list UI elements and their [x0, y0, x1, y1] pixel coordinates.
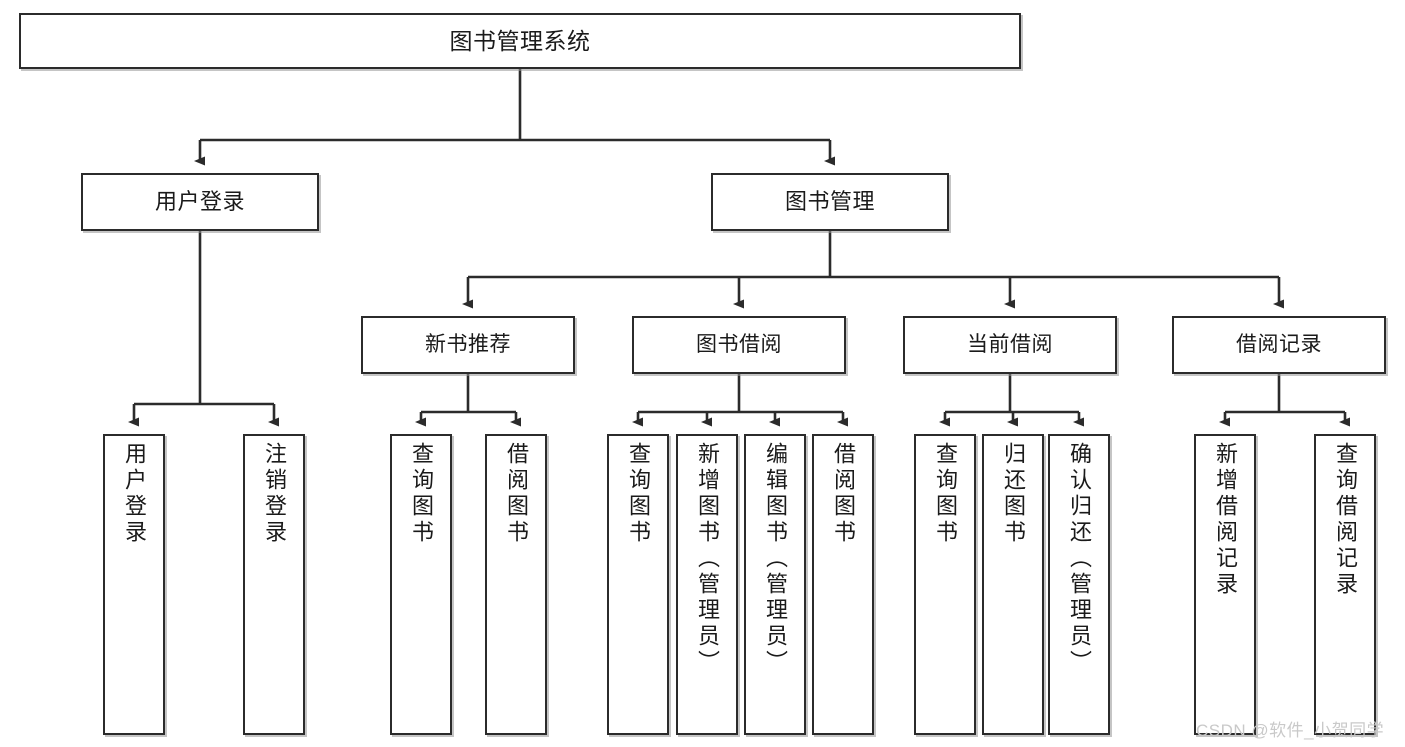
- node-current-borrow[interactable]: 当前借阅: [903, 316, 1117, 374]
- node-new-book-recommend[interactable]: 新书推荐: [361, 316, 575, 374]
- node-label: 新增借阅记录: [1213, 442, 1238, 598]
- node-label: 图书借阅: [696, 332, 782, 356]
- node-label: 用户登录: [122, 442, 147, 546]
- node-leaf-query-book-3[interactable]: 查询图书: [914, 434, 976, 735]
- node-label: 注销登录: [262, 442, 287, 546]
- node-leaf-confirm-return[interactable]: 确认归还（管理员）: [1048, 434, 1110, 735]
- node-label: 归还图书: [1001, 442, 1026, 546]
- node-leaf-add-record[interactable]: 新增借阅记录: [1194, 434, 1256, 735]
- node-borrow-record[interactable]: 借阅记录: [1172, 316, 1386, 374]
- node-label: 新增图书（管理员）: [695, 442, 720, 676]
- node-label: 查询图书: [626, 442, 651, 546]
- node-label: 借阅记录: [1236, 332, 1322, 356]
- node-label: 图书管理: [784, 189, 875, 215]
- node-leaf-user-login[interactable]: 用户登录: [103, 434, 165, 735]
- node-leaf-query-book-1[interactable]: 查询图书: [390, 434, 452, 735]
- node-leaf-borrow-book-1[interactable]: 借阅图书: [485, 434, 547, 735]
- node-leaf-query-book-2[interactable]: 查询图书: [607, 434, 669, 735]
- node-label: 查询图书: [933, 442, 958, 546]
- node-label: 查询图书: [409, 442, 434, 546]
- node-label: 图书管理系统: [449, 27, 591, 54]
- node-label: 当前借阅: [967, 332, 1053, 356]
- csdn-watermark: CSDN @软件_小贺同学: [1196, 721, 1385, 740]
- node-label: 新书推荐: [425, 332, 511, 356]
- node-root[interactable]: 图书管理系统: [19, 13, 1021, 69]
- node-user-login[interactable]: 用户登录: [81, 173, 319, 231]
- node-leaf-logout-login[interactable]: 注销登录: [243, 434, 305, 735]
- node-book-manage[interactable]: 图书管理: [711, 173, 949, 231]
- node-leaf-query-record[interactable]: 查询借阅记录: [1314, 434, 1376, 735]
- node-leaf-edit-book[interactable]: 编辑图书（管理员）: [744, 434, 806, 735]
- node-label: 查询借阅记录: [1333, 442, 1358, 598]
- node-leaf-borrow-book-2[interactable]: 借阅图书: [812, 434, 874, 735]
- node-label: 借阅图书: [831, 442, 856, 546]
- node-leaf-add-book[interactable]: 新增图书（管理员）: [676, 434, 738, 735]
- node-label: 用户登录: [154, 189, 245, 215]
- node-label: 确认归还（管理员）: [1067, 442, 1092, 676]
- node-leaf-return-book[interactable]: 归还图书: [982, 434, 1044, 735]
- node-label: 编辑图书（管理员）: [763, 442, 788, 676]
- node-label: 借阅图书: [504, 442, 529, 546]
- node-book-borrow[interactable]: 图书借阅: [632, 316, 846, 374]
